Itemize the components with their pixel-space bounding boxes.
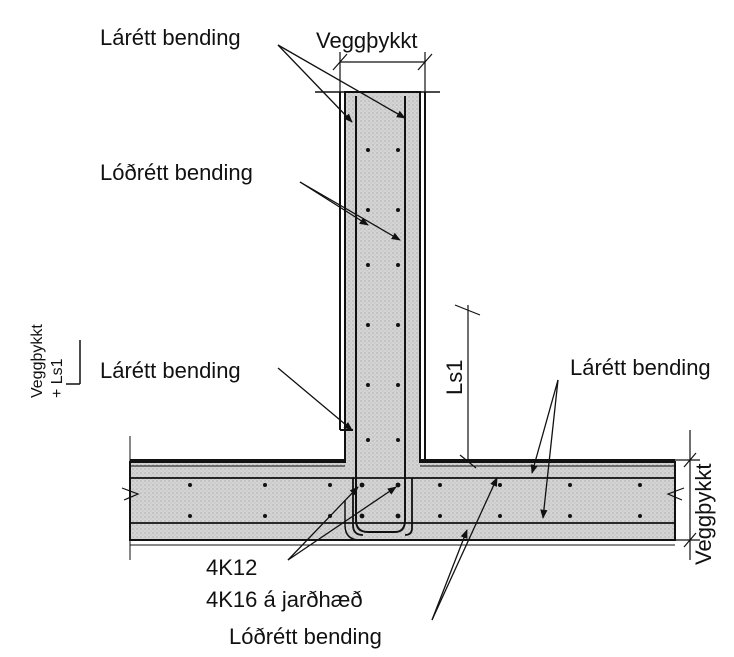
label-horizontal-left: Lárétt bending (100, 358, 241, 383)
top-thickness-dimension (332, 52, 433, 92)
legend-bracket (66, 340, 81, 385)
label-ls1: Ls1 (442, 360, 467, 395)
label-4k12: 4K12 (206, 555, 257, 580)
label-wall-thickness-right: Veggþykkt (691, 463, 716, 565)
break-marks (121, 487, 685, 501)
label-vertical-top: Lóðrétt bending (100, 160, 253, 185)
wall-outlines (129, 91, 675, 560)
leader-lines (277, 44, 559, 621)
label-4k16: 4K16 á jarðhæð (206, 587, 363, 612)
label-horizontal-top: Lárétt bending (100, 25, 241, 50)
label-horizontal-right: Lárétt bending (570, 355, 711, 380)
vertical-wall-bar-dots (366, 148, 400, 442)
ls1-dimension (454, 304, 481, 469)
legend-line1: Veggþykkt (29, 324, 46, 398)
label-vertical-bottom: Lóðrétt bending (229, 624, 382, 649)
right-thickness-dimension (675, 430, 700, 560)
vertical-wall-rebar (344, 96, 406, 541)
horizontal-wall-rebar (130, 477, 675, 536)
horizontal-wall-bar-dots (188, 482, 642, 519)
legend-line2: + Ls1 (49, 358, 66, 398)
label-wall-thickness-top: Veggþykkt (316, 28, 418, 53)
